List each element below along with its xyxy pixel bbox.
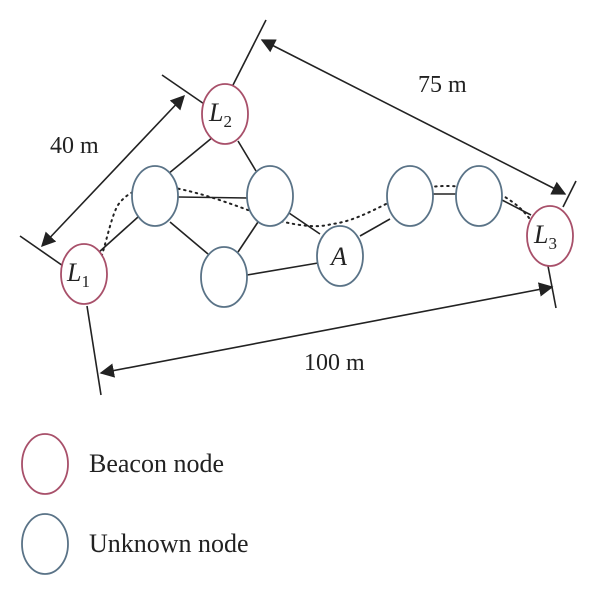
unknown-node-3	[200, 246, 248, 308]
node-label-l3-letter: L	[533, 220, 548, 249]
unknown-nodes	[131, 165, 503, 308]
node-label-l1-sub: 1	[81, 272, 90, 291]
ext-line-l2-left	[161, 74, 211, 109]
ext-line-l2-right	[231, 19, 267, 88]
node-label-l3-sub: 3	[548, 234, 557, 253]
node-label-l2-letter: L	[208, 98, 223, 127]
edge-l2-u2	[237, 140, 257, 172]
unknown-node-5	[455, 165, 503, 227]
unknown-node-a	[316, 225, 364, 287]
unknown-node-1	[131, 165, 179, 227]
edge-a-u4	[359, 218, 391, 237]
legend-beacon-label: Beacon node	[89, 449, 224, 478]
dim-arrow-75m	[260, 39, 567, 195]
beacon-nodes	[60, 83, 574, 305]
dim-label-100m: 100 m	[304, 350, 365, 376]
dim-label-40m: 40 m	[50, 133, 99, 159]
node-label-l3: L3	[533, 220, 557, 253]
edge-u3-a	[246, 262, 319, 276]
edge-u2-u3	[237, 221, 259, 253]
ext-line-l3-upper	[562, 180, 577, 208]
edge-l1-u1	[97, 216, 139, 254]
ext-line-l1-lower	[86, 305, 102, 396]
legend: Beacon node Unknown node	[21, 433, 249, 575]
node-label-l2: L2	[208, 98, 232, 131]
beacon-node-l2	[201, 83, 249, 145]
node-label-a: A	[329, 242, 347, 271]
node-label-l1: L1	[66, 258, 90, 291]
node-label-l2-sub: 2	[223, 112, 232, 131]
edge-u2-a	[288, 212, 321, 235]
edge-u1-l2	[167, 136, 214, 175]
unknown-node-4	[386, 165, 434, 227]
legend-unknown-symbol	[21, 513, 69, 575]
dim-label-75m: 75 m	[418, 72, 467, 98]
ext-line-l1-upper	[19, 235, 67, 269]
node-label-l1-letter: L	[66, 258, 81, 287]
beacon-node-l1	[60, 243, 108, 305]
dim-arrow-40m	[41, 94, 185, 248]
legend-beacon-symbol	[21, 433, 69, 495]
edge-u1-u3	[169, 221, 209, 255]
unknown-node-2	[246, 165, 294, 227]
beacon-node-l3	[526, 205, 574, 267]
edge-u5-l3	[499, 198, 532, 216]
legend-unknown-label: Unknown node	[89, 529, 249, 558]
dim-arrow-100m	[99, 282, 554, 378]
